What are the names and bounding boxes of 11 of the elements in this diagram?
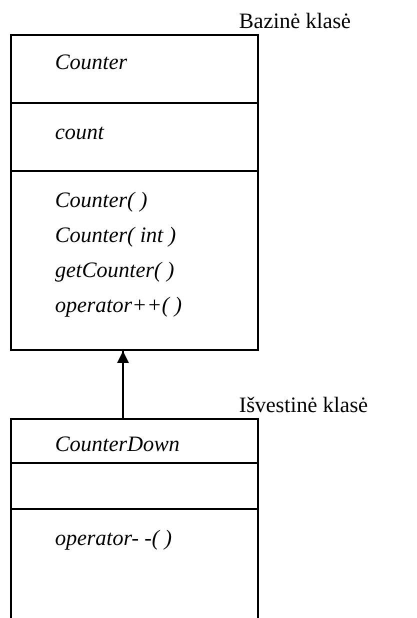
method-text: Counter( ) xyxy=(55,186,148,214)
class-name: Counter xyxy=(55,48,128,76)
method-text: Counter( int ) xyxy=(55,221,176,249)
method-text: operator++( ) xyxy=(55,291,182,319)
method-text: operator- -( ) xyxy=(55,524,172,552)
class-caption: Išvestinė klasė xyxy=(239,393,368,417)
inheritance-arrow xyxy=(117,351,129,418)
class-name: CounterDown xyxy=(55,430,180,458)
attribute-text: count xyxy=(55,118,104,146)
class-caption: Bazinė klasė xyxy=(239,9,351,33)
method-text: getCounter( ) xyxy=(55,256,174,284)
